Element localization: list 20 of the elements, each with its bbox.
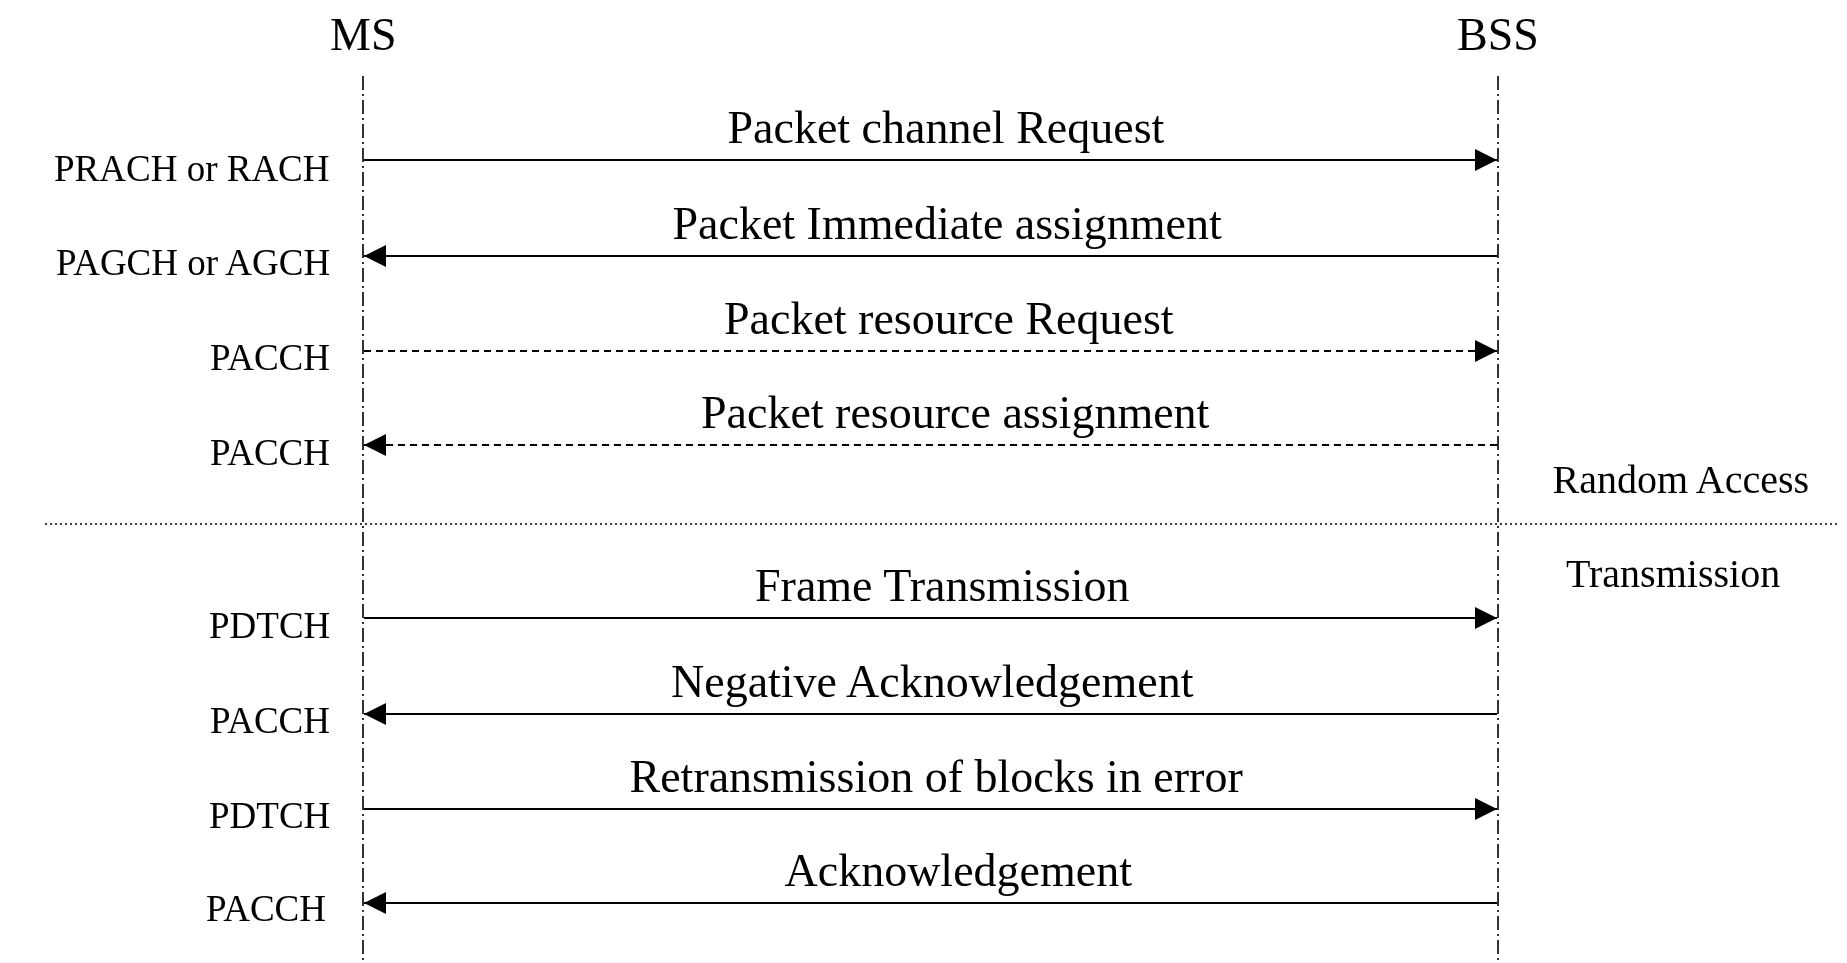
message-arrow [363, 892, 1498, 914]
channel-label: PAGCH or AGCH [56, 243, 331, 281]
channel-label: PACCH [206, 889, 326, 927]
phase-label: Transmission [1566, 554, 1781, 594]
channel-label: PRACH or RACH [54, 149, 330, 187]
message-arrow [363, 703, 1498, 725]
lifeline-header: BSS [1457, 12, 1539, 58]
lifeline-header: MS [330, 12, 397, 58]
channel-label: PACCH [210, 701, 330, 739]
phase-label: Random Access [1552, 460, 1810, 500]
channel-label: PACCH [210, 338, 330, 376]
message-arrow [363, 245, 1498, 267]
channel-label: PDTCH [209, 796, 331, 834]
message-arrow [363, 798, 1498, 820]
message-arrow [363, 607, 1498, 629]
message-arrow [363, 434, 1498, 456]
channel-label: PDTCH [209, 606, 331, 644]
channel-label: PACCH [210, 433, 330, 471]
message-arrow [363, 149, 1498, 171]
message-arrow [363, 340, 1498, 362]
